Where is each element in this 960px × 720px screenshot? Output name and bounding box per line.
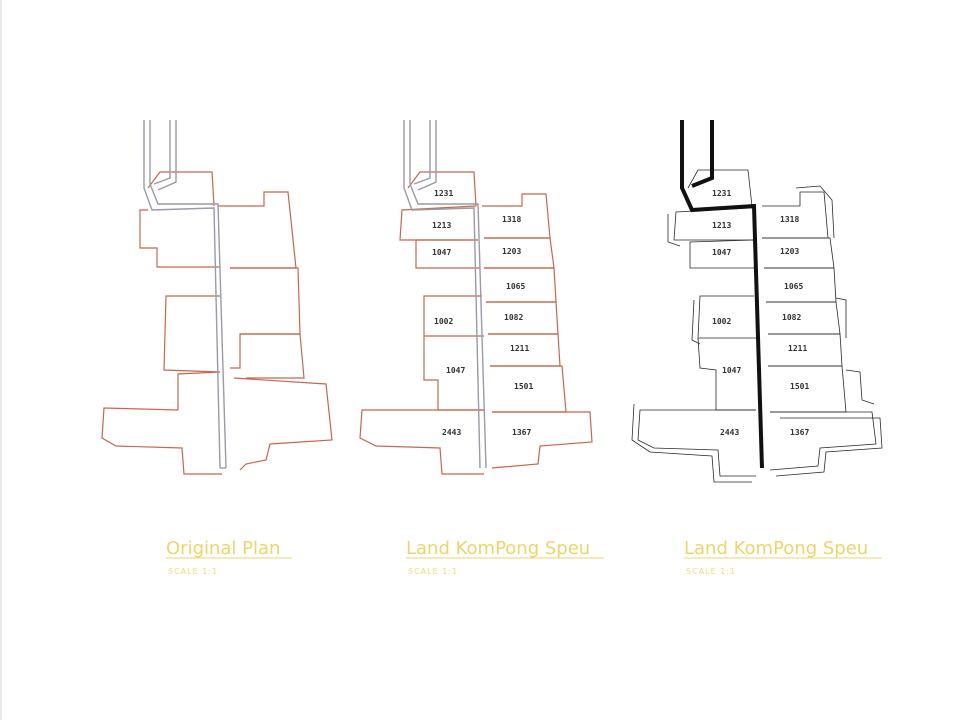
road — [403, 120, 487, 469]
lot-label: 1231 — [712, 189, 731, 198]
parcel-bottom-right-sketch — [775, 417, 883, 477]
lot-label: 1213 — [432, 221, 451, 230]
parcel-bottom-left-sketch — [631, 403, 752, 483]
parcel-top — [407, 171, 477, 207]
parcel-left-1-sketch — [667, 214, 681, 247]
plan-scale: SCALE 1:1 — [168, 567, 218, 576]
plan-title: Land KomPong Speu — [684, 538, 868, 559]
road-edge-right — [149, 120, 227, 469]
lot-label: 1501 — [514, 382, 533, 391]
parcel-right-4-sketch — [835, 297, 847, 338]
frame-edge — [0, 0, 2, 720]
title-land-kompong-speu-2: Land KomPong Speu SCALE 1:1 — [684, 538, 882, 576]
original-plan — [101, 120, 333, 475]
lot-label: 1065 — [506, 282, 525, 291]
road-spur-right — [417, 120, 437, 191]
lot-label: 1082 — [782, 313, 801, 322]
parcel-middle-right-2 — [240, 333, 305, 379]
parcel-top — [147, 171, 215, 207]
road-spur-right — [157, 120, 177, 191]
parcel-left-upper — [139, 209, 220, 268]
parcel-middle-left-sketch — [691, 299, 701, 345]
parcel-left-2 — [415, 239, 480, 269]
parcel-bottom-left — [637, 409, 756, 477]
lot-label: 1082 — [504, 313, 523, 322]
lot-label: 1002 — [434, 317, 453, 326]
lot-label: 1211 — [510, 344, 529, 353]
lot-label: 1318 — [780, 215, 799, 224]
parcel-left-2 — [689, 239, 756, 269]
lot-labels: 1231 1213 1318 1047 1203 1065 1002 1082 … — [432, 189, 533, 437]
parcel-middle-left — [697, 295, 756, 339]
parcel-middle-left — [163, 295, 221, 373]
lot-label: 1501 — [790, 382, 809, 391]
title-land-kompong-speu-1: Land KomPong Speu SCALE 1:1 — [406, 538, 604, 576]
lot-label: 1367 — [512, 428, 531, 437]
lot-label: 1231 — [434, 189, 453, 198]
lot-label: 1002 — [712, 317, 731, 326]
lot-label: 1047 — [432, 248, 451, 257]
plan-scale: SCALE 1:1 — [408, 567, 458, 576]
parcel-outlines-sketch — [631, 169, 883, 483]
road-main — [680, 120, 764, 469]
plan-titles: Original Plan SCALE 1:1 Land KomPong Spe… — [166, 538, 882, 576]
road-spur-left — [413, 120, 431, 185]
road-spur — [691, 120, 714, 188]
title-original-plan: Original Plan SCALE 1:1 — [166, 538, 292, 576]
lot-label: 1203 — [502, 247, 521, 256]
parcel-bottom-right — [491, 411, 593, 469]
parcel-bottom-right — [769, 411, 877, 471]
parcel-middle-left — [423, 295, 484, 337]
lot-label: 1047 — [712, 248, 731, 257]
road-heavy — [680, 120, 764, 469]
land-kompong-speu-plan-1: 1231 1213 1318 1047 1203 1065 1002 1082 … — [359, 120, 593, 475]
road-spur-left — [153, 120, 171, 185]
land-kompong-speu-plan-2: 1231 1213 1318 1047 1203 1065 1002 1082 … — [631, 120, 883, 483]
lot-label: 1367 — [790, 428, 809, 437]
parcel-middle-right — [230, 267, 301, 369]
lot-label: 1213 — [712, 221, 731, 230]
lot-label: 2443 — [720, 428, 739, 437]
parcel-outlines — [101, 171, 333, 475]
lot-label: 1203 — [780, 247, 799, 256]
parcel-top — [687, 169, 753, 207]
road-edge-left — [403, 120, 481, 469]
lot-label: 1047 — [446, 366, 465, 375]
road-edge-left — [143, 120, 221, 469]
lot-label: 2443 — [442, 428, 461, 437]
parcel-right-upper — [218, 191, 297, 269]
road — [143, 120, 227, 469]
lot-label: 1065 — [784, 282, 803, 291]
parcel-bottom-left — [359, 409, 484, 475]
plan-title: Original Plan — [166, 538, 280, 559]
parcel-bottom-left — [101, 371, 222, 475]
lot-labels: 1231 1213 1318 1047 1203 1065 1002 1082 … — [712, 189, 809, 437]
parcel-bottom-right — [233, 377, 333, 471]
lot-label: 1318 — [502, 215, 521, 224]
parcel-outlines — [359, 171, 593, 475]
lot-label: 1047 — [722, 366, 741, 375]
plan-title: Land KomPong Speu — [406, 538, 590, 559]
parcel-right-6-sketch — [845, 369, 875, 405]
parcel-right-1-sketch — [795, 185, 835, 239]
parcel-right-4 — [766, 301, 841, 335]
lot-label: 1211 — [788, 344, 807, 353]
plan-scale: SCALE 1:1 — [686, 567, 736, 576]
road-edge-right — [409, 120, 487, 469]
